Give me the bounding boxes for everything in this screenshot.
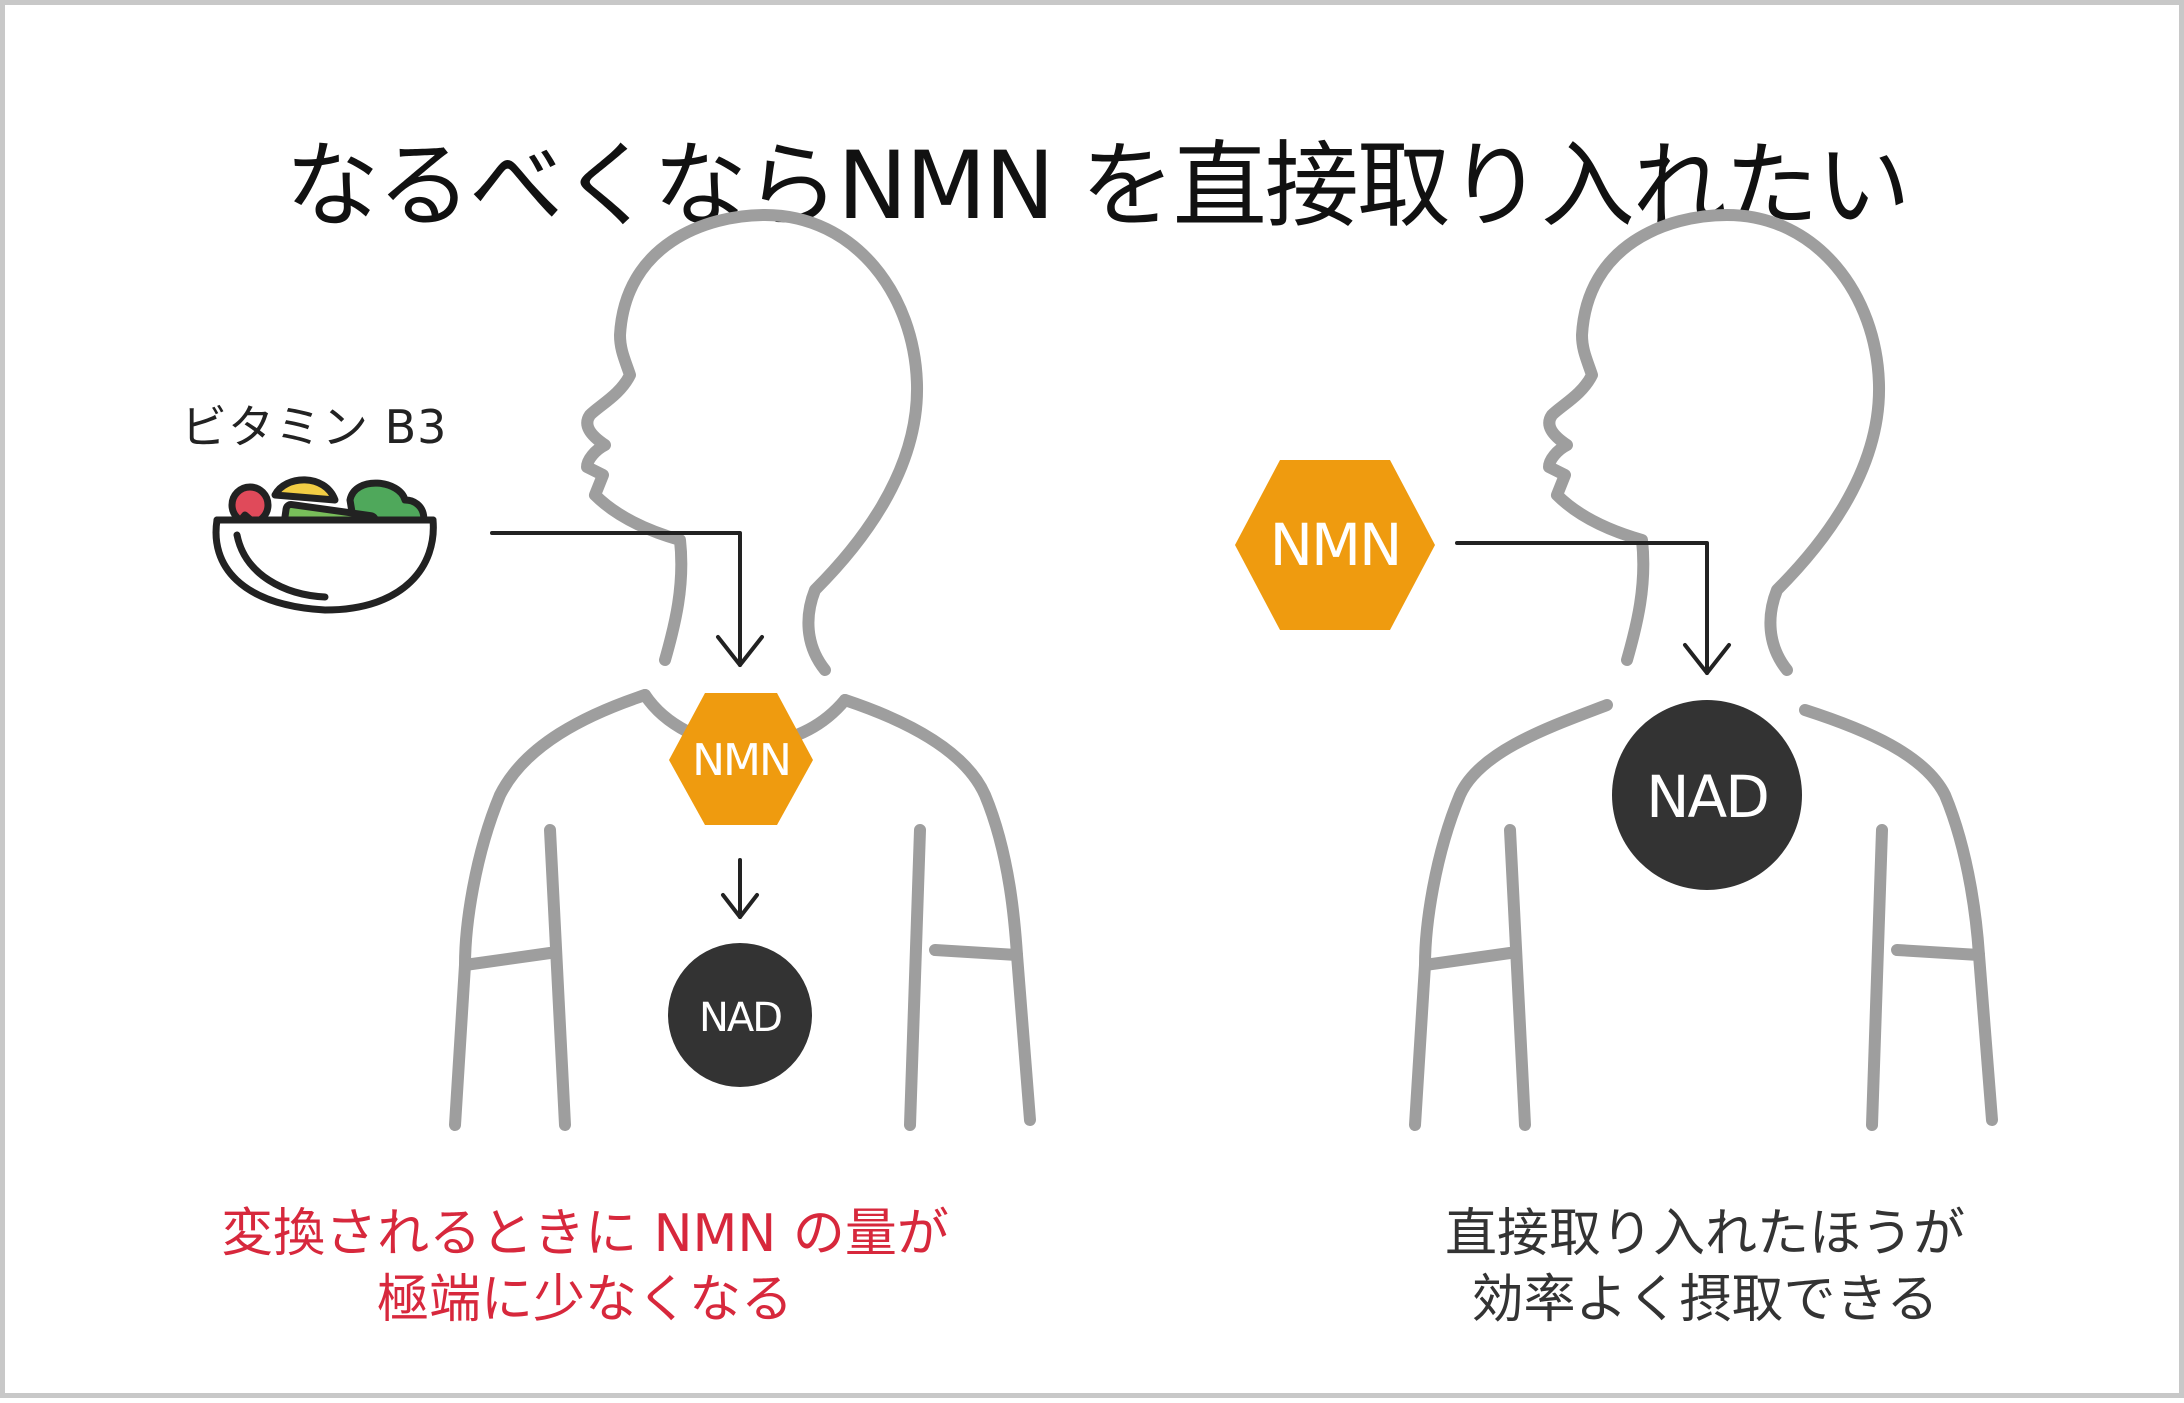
left-conversion-arrow <box>721 858 759 919</box>
salad-bowl-icon <box>212 476 437 614</box>
left-caption: 変換されるときに NMN の量が 極端に少なくなる <box>105 1201 1065 1333</box>
left-nmn-node: NMN <box>669 693 813 825</box>
right-person-silhouette <box>1409 209 1998 1131</box>
vitamin-b3-label: ビタミン B3 <box>181 400 448 454</box>
left-person-silhouette <box>449 209 1036 1131</box>
page-title: なるべくならNMN を直接取り入れたい <box>285 132 1911 241</box>
left-caption-line-2: 極端に少なくなる <box>376 1270 793 1330</box>
right-nmn-node: NMN <box>1235 460 1435 630</box>
right-caption-line-1: 直接取り入れたほうが <box>1444 1204 1965 1264</box>
left-nmn-label: NMN <box>692 735 790 786</box>
right-nad-label: NAD <box>1646 763 1768 831</box>
left-caption-line-1: 変換されるときに NMN の量が <box>221 1204 949 1264</box>
left-intake-arrow <box>490 531 764 667</box>
right-caption-line-2: 効率よく摂取できる <box>1471 1270 1939 1330</box>
left-nad-label: NAD <box>699 995 781 1041</box>
right-nmn-label: NMN <box>1270 511 1401 579</box>
right-caption: 直接取り入れたほうが 効率よく摂取できる <box>1225 1201 2184 1333</box>
right-intake-arrow <box>1455 541 1731 675</box>
right-nad-node: NAD <box>1612 700 1802 890</box>
left-nad-node: NAD <box>668 943 812 1087</box>
diagram-art: NMN NAD NMN <box>212 209 1998 1131</box>
